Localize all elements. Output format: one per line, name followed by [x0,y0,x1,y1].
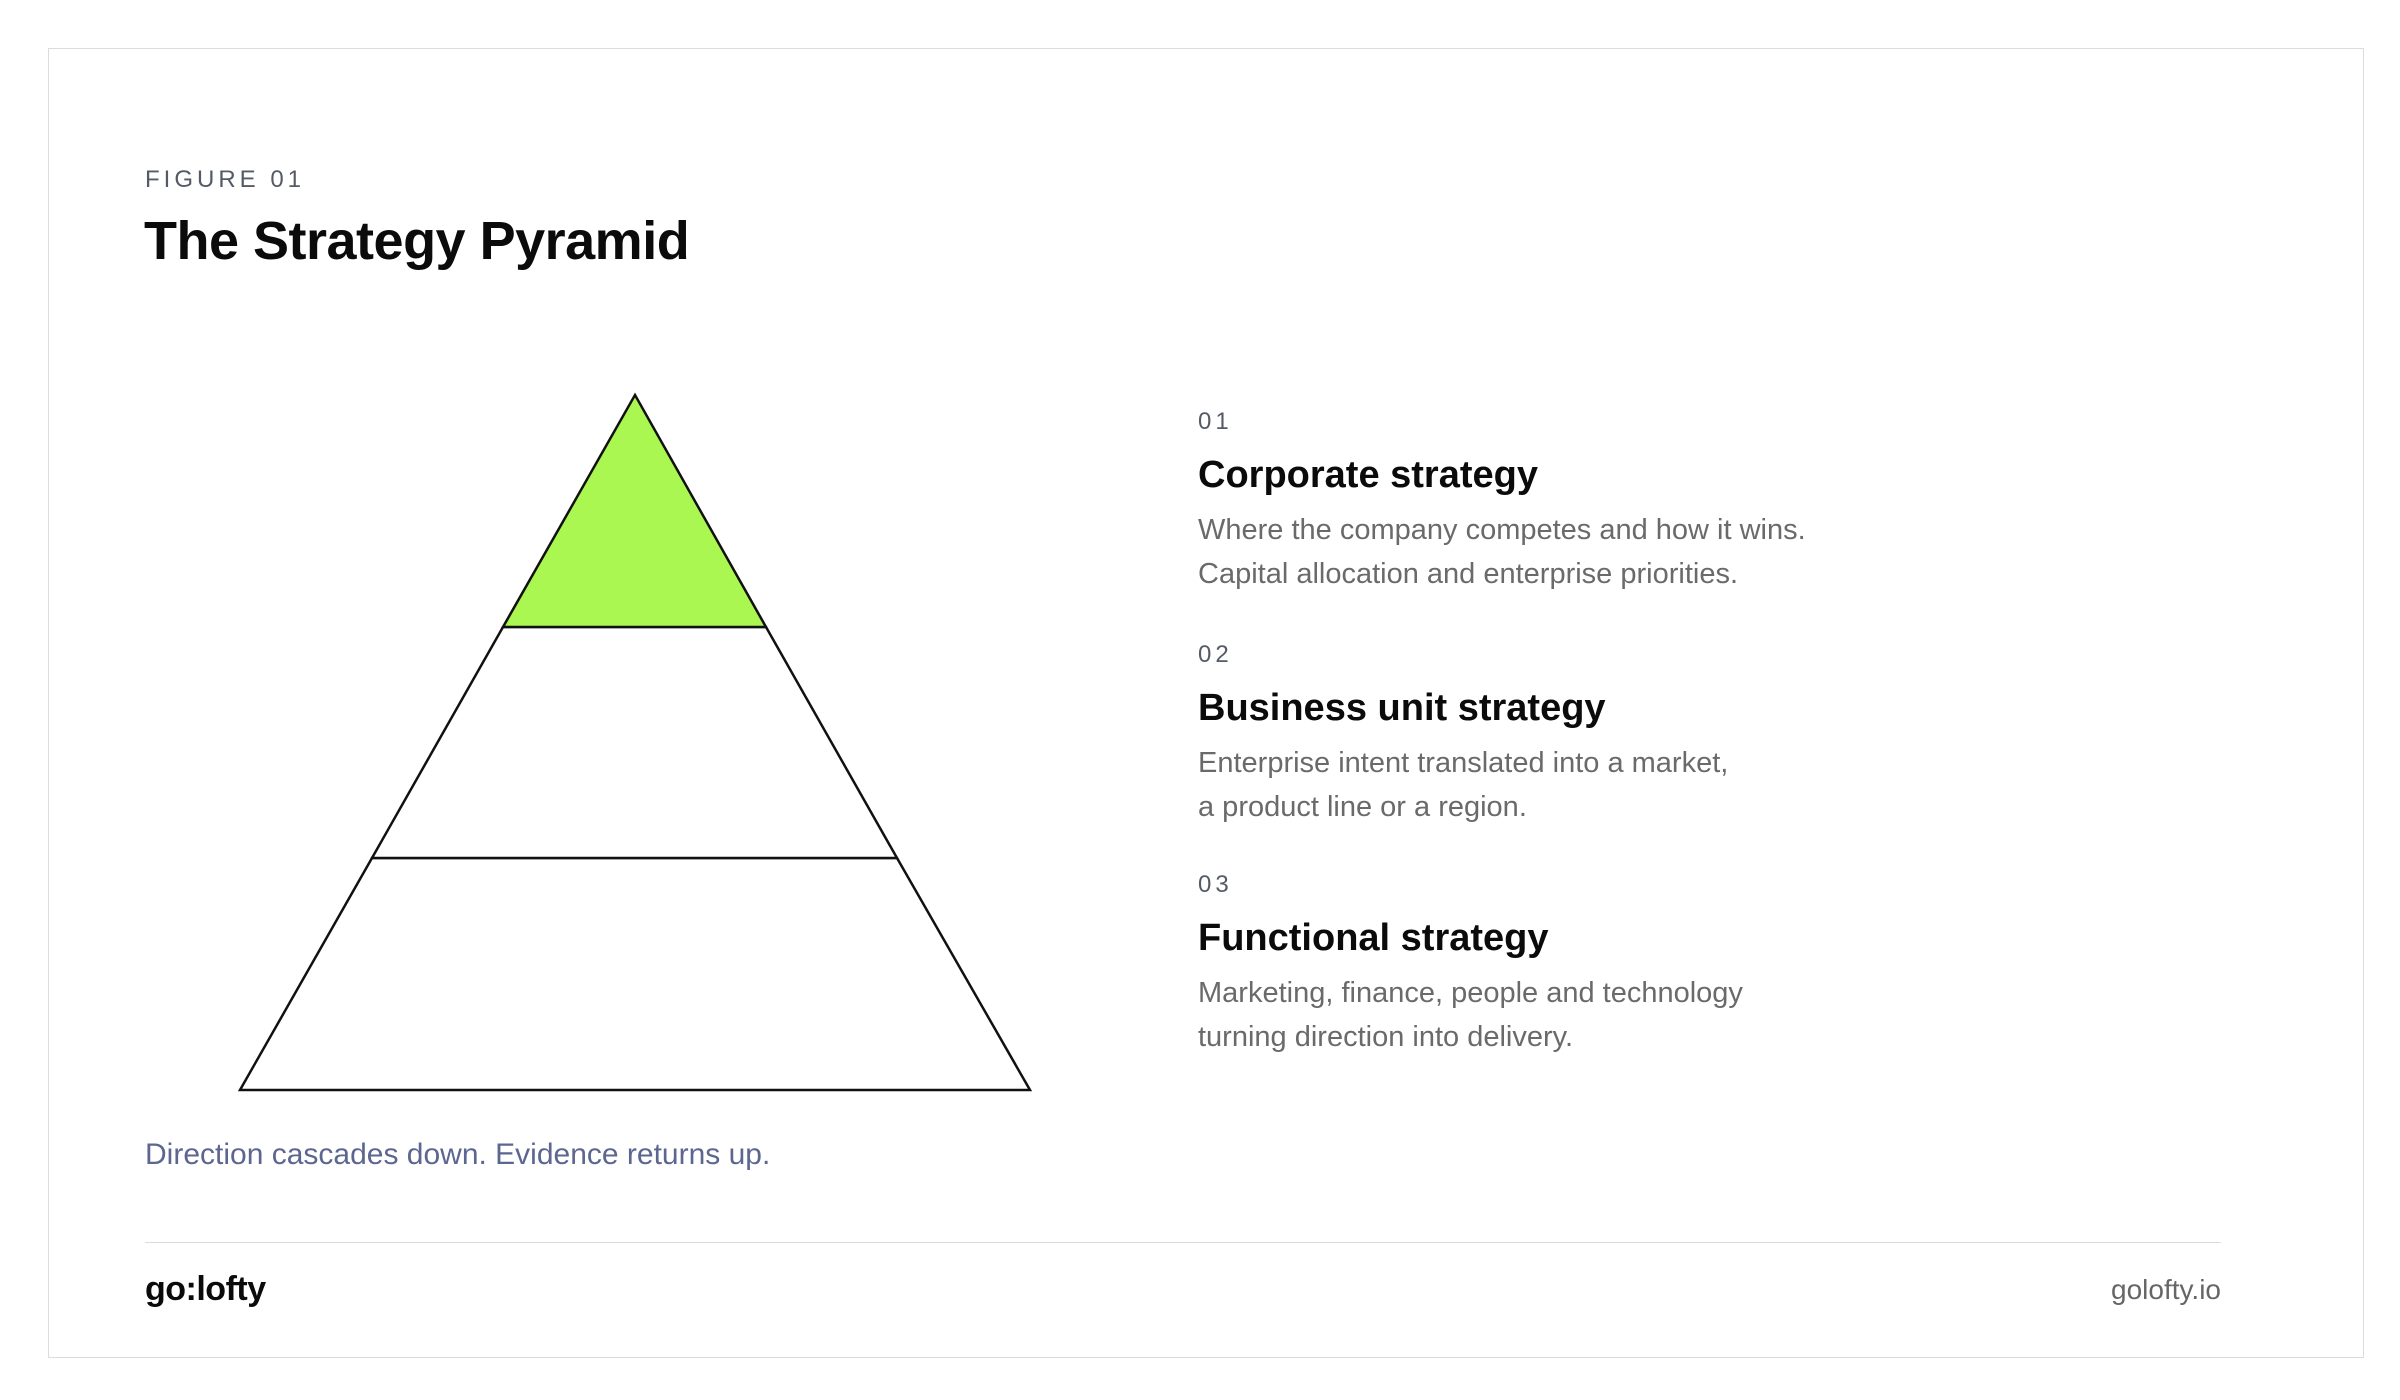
legend-description: Enterprise intent translated into a mark… [1198,747,1729,823]
legend-number: 02 [1198,641,1233,668]
figure-title: The Strategy Pyramid [144,211,690,271]
legend-title: Functional strategy [1198,917,1549,959]
legend-title: Corporate strategy [1198,454,1538,496]
figure-eyebrow: FIGURE 01 [145,166,306,193]
legend-item-business-unit: 02 Business unit strategy Enterprise int… [1198,635,2098,829]
legend-description: Where the company competes and how it wi… [1198,514,1806,590]
footer-divider [145,1242,2221,1243]
legend-item-corporate: 01 Corporate strategy Where the company … [1198,402,2098,596]
legend-item-functional: 03 Functional strategy Marketing, financ… [1198,865,2098,1059]
legend-title: Business unit strategy [1198,687,1606,729]
legend-description: Marketing, finance, people and technolog… [1198,977,1743,1053]
figure-caption: Direction cascades down. Evidence return… [145,1138,771,1171]
golofty-logo: go:lofty [145,1270,266,1308]
site-link[interactable]: golofty.io [2111,1274,2221,1305]
legend-number: 03 [1198,871,1233,898]
legend-number: 01 [1198,408,1233,435]
